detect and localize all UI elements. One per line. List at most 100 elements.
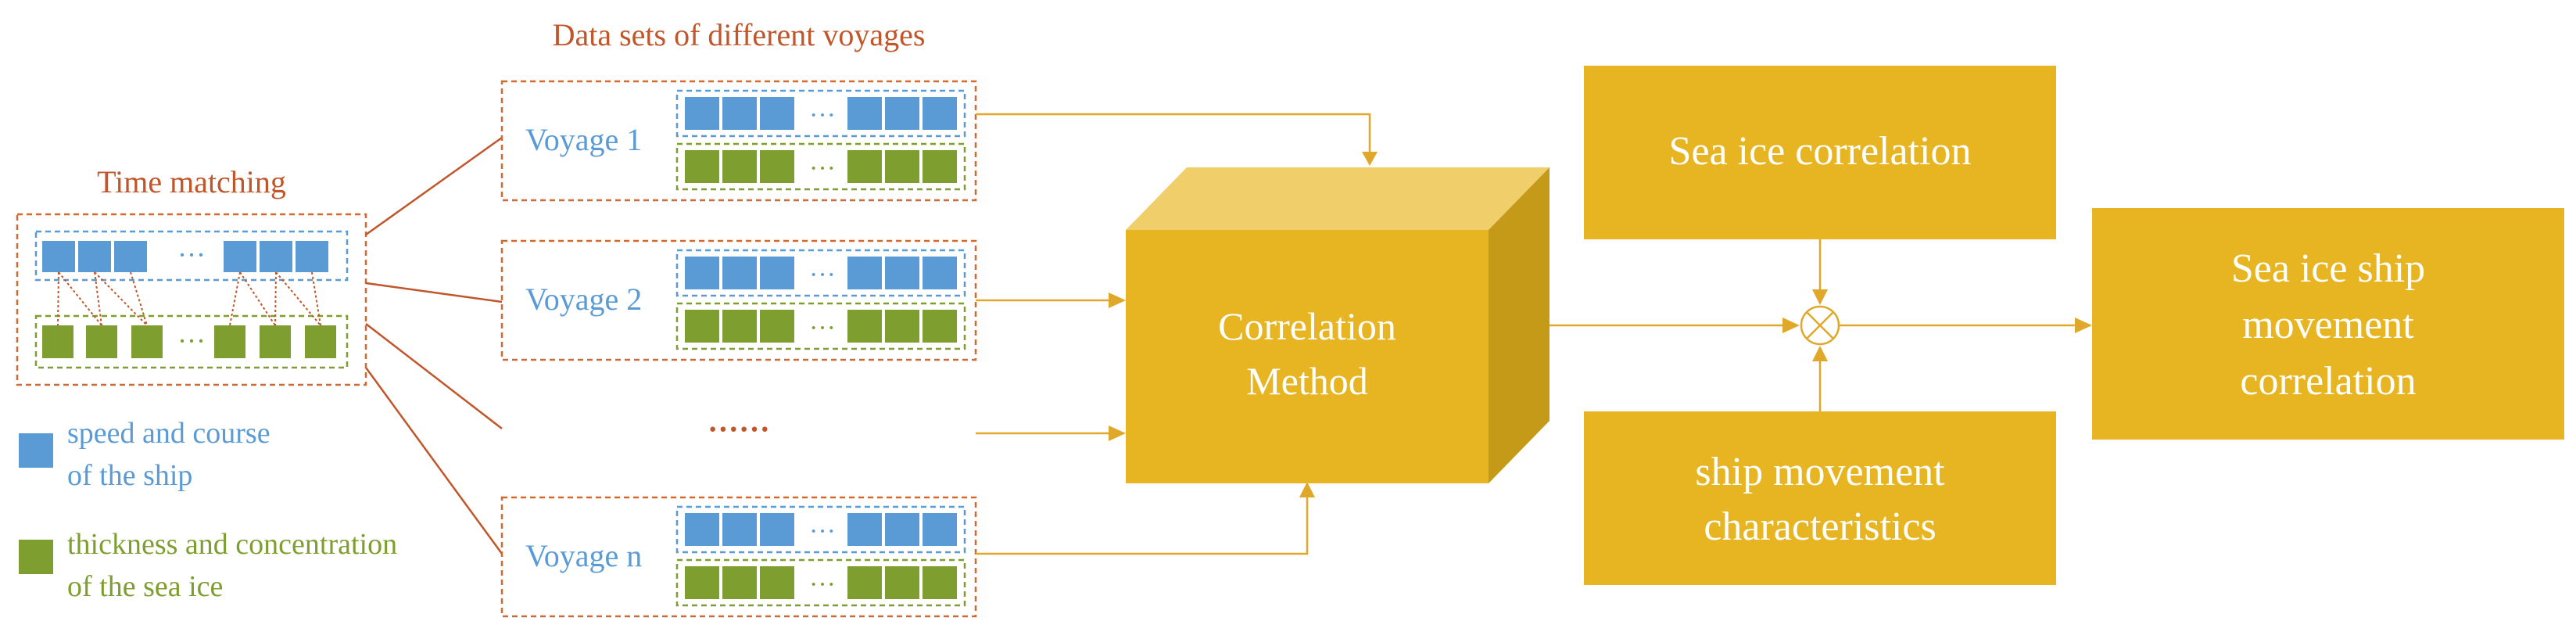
time-matching-green-cell [131,325,163,358]
voyage-green-cell [847,310,882,343]
arrowhead-sea-ice-to-node [1812,289,1828,305]
voyage-frame [500,239,977,361]
ship-movement-box [1584,411,2056,585]
voyage-blue-ellipsis: ··· [809,260,836,289]
time-matching-blue-cell [224,241,256,272]
voyage-green-cell [847,566,882,599]
result-line3: correlation [2240,359,2416,404]
voyage-green-cell [885,150,919,183]
voyage-blue-cell [722,257,757,289]
voyage-ellipsis: ······ [708,411,770,447]
legend-ice-line2: of the sea ice [67,570,223,603]
correlation-box-side [1489,167,1550,483]
voyage-green-cell [923,310,957,343]
arrowhead-ship-to-node [1812,346,1828,361]
arrow-voyage-n [976,494,1309,555]
voyage-green-cell [923,150,957,183]
voyage-green-cell [760,566,794,599]
voyage-green-cell [885,566,919,599]
voyage-label: Voyage n [525,538,642,573]
ship-movement-line1: ship movement [1695,450,1945,494]
voyage-arrowheads [1109,152,1378,497]
voyage-block: Voyage 1······ [500,80,977,202]
voyage-blue-cell [885,257,919,289]
time-matching-frame [16,213,367,386]
voyage-blue-cell [722,97,757,130]
legend-blue-swatch [19,433,53,468]
voyage-blue-cell [760,97,794,130]
voyage-blue-cell [923,513,957,546]
time-matching-cells [42,241,336,358]
voyage-green-cell [722,310,757,343]
time-matching-blue-cell [42,241,75,272]
time-matching-green-cell [260,325,291,358]
arrowhead-node-to-result [2075,318,2092,333]
arrowhead-voyage-1 [1362,152,1378,166]
time-matching-title: Time matching [97,164,286,199]
result-line2: movement [2242,303,2414,347]
time-matching-connector [275,271,321,326]
time-matching-blue-frame [34,230,349,282]
voyage-blue-frame [675,505,966,554]
voyage-blue-frame [675,89,966,138]
time-matching-connector [274,271,277,326]
voyage-green-ellipsis: ··· [809,570,836,599]
time-matching-blue-cell [260,241,292,272]
correlation-method-line2: Method [1246,359,1368,403]
voyage-green-frame [675,558,966,607]
voyage-blue-frame [675,249,966,297]
time-matching-blue-cell [296,241,328,272]
voyage-blue-cell [685,257,719,289]
voyage-blue-cell [847,513,882,546]
voyage-green-cell [760,150,794,183]
voyage-green-cell [685,150,719,183]
voyage-blue-cell [722,513,757,546]
correlation-box-front [1126,230,1489,483]
result-line1: Sea ice ship [2231,246,2425,291]
voyage-blue-cell [760,257,794,289]
voyage-arrows [976,113,1371,555]
voyage-label: Voyage 2 [525,282,642,317]
voyage-green-cell [722,566,757,599]
arrow-voyage-1 [976,113,1371,153]
voyage-blue-cell [847,257,882,289]
correlation-method-line1: Correlation [1218,304,1396,348]
arrowhead-voyage-2 [1109,293,1126,308]
time-matching-blue-cell [114,241,147,272]
time-matching-connector [58,271,102,326]
time-matching-blue-cell [78,241,111,272]
fan-line-voyage-2 [365,282,503,303]
voyage-blocks: Voyage 1······Voyage 2······Voyage n····… [500,80,977,618]
voyage-green-cell [760,310,794,343]
fan-line-middle [365,323,503,429]
voyage-green-ellipsis: ··· [809,154,836,183]
voyage-blue-ellipsis: ··· [809,517,836,546]
voyage-green-cell [722,150,757,183]
sea-ice-correlation-label: Sea ice correlation [1669,129,1972,174]
fan-line-voyage-n [364,367,503,555]
fan-lines [364,136,503,555]
arrowhead-voyage-middle [1109,425,1126,441]
arrowhead-correlation-to-node [1782,318,1800,333]
correlation-box-top [1126,167,1550,230]
multiply-node-icon [1800,305,1840,346]
ship-movement-line2: characteristics [1704,504,1936,549]
data-sets-title: Data sets of different voyages [553,17,926,52]
legend-ice-line1: thickness and concentration [67,528,397,561]
time-matching-green-cell [42,325,73,358]
voyage-blue-cell [885,513,919,546]
voyage-block: Voyage n ··· ··· [500,496,977,618]
voyage-blue-cell [923,257,957,289]
time-matching-green-cell [305,325,336,358]
voyage-frame [500,80,977,202]
voyage-frame [500,496,977,618]
arrowhead-voyage-n [1299,482,1315,497]
voyage-block: Voyage 2······ [500,239,977,361]
time-matching-green-cell [86,325,117,358]
voyage-green-frame [675,302,966,350]
time-matching-connector [239,271,276,326]
time-matching-green-ellipsis: ··· [177,325,206,357]
sea-ice-correlation-box [1584,66,2056,239]
voyage-blue-cell [685,97,719,130]
